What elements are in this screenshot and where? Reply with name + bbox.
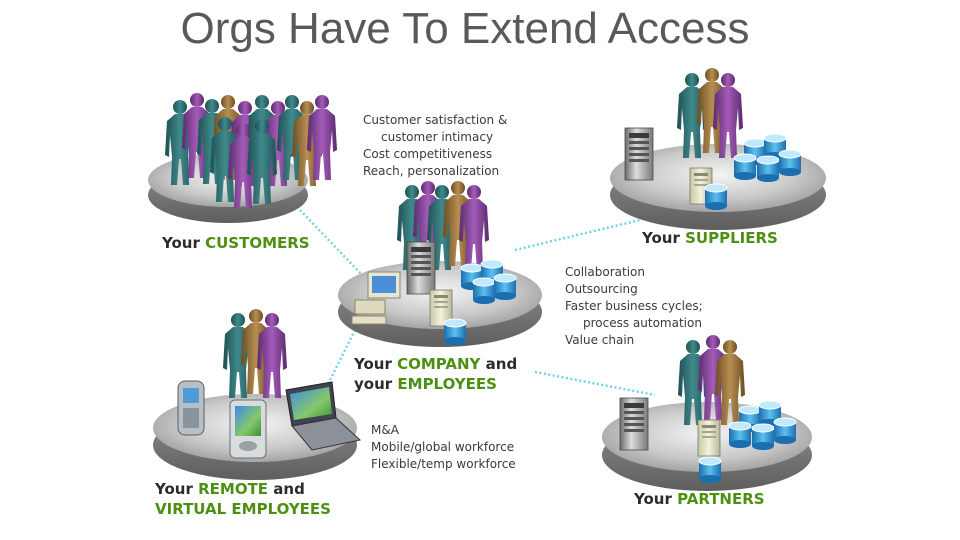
label-highlight: PARTNERS	[677, 490, 765, 508]
laptop-icon	[285, 381, 362, 451]
pc-company-icon	[351, 271, 401, 325]
label-highlight: REMOTE	[198, 480, 269, 498]
label-suppliers: Your SUPPLIERS	[642, 228, 778, 248]
label-remote: Your REMOTE and VIRTUAL EMPLOYEES	[155, 479, 331, 519]
pda-icon	[229, 399, 267, 459]
note-remote: M&A Mobile/global workforce Flexible/tem…	[371, 422, 516, 473]
label-highlight: SUPPLIERS	[685, 229, 778, 247]
note-line: Mobile/global workforce	[371, 440, 515, 454]
mobile-phone-icon	[177, 380, 205, 436]
label-company: Your COMPANY and your EMPLOYEES	[354, 354, 517, 394]
label-suffix: and	[480, 355, 518, 373]
label-partners: Your PARTNERS	[634, 489, 765, 509]
label-prefix: Your	[354, 355, 398, 373]
note-line: Collaboration	[565, 265, 645, 279]
note-line: Reach, personalization	[363, 164, 500, 178]
label-prefix: your	[354, 375, 398, 393]
label-prefix: Your	[155, 480, 199, 498]
note-suppliers: Collaboration Outsourcing Faster busines…	[565, 264, 703, 349]
label-highlight: COMPANY	[397, 355, 481, 373]
label-highlight: VIRTUAL EMPLOYEES	[155, 500, 331, 518]
label-highlight: CUSTOMERS	[205, 234, 310, 252]
label-prefix: Your	[162, 234, 206, 252]
label-customers: Your CUSTOMERS	[162, 233, 310, 253]
note-line: M&A	[371, 423, 399, 437]
label-prefix: Your	[642, 229, 686, 247]
note-line: Cost competitiveness	[363, 147, 493, 161]
note-line: Flexible/temp workforce	[371, 457, 516, 471]
people-remote-icon	[223, 309, 287, 398]
note-line: customer intimacy	[381, 130, 494, 144]
note-line: Customer satisfaction &	[363, 113, 508, 127]
label-suffix: and	[268, 480, 305, 498]
note-line: Value chain	[565, 333, 635, 347]
note-line: Outsourcing	[565, 282, 638, 296]
note-customers: Customer satisfaction & customer intimac…	[363, 112, 507, 180]
label-prefix: Your	[634, 490, 678, 508]
page-title: Orgs Have To Extend Access	[180, 4, 750, 53]
note-line: Faster business cycles;	[565, 299, 703, 313]
label-highlight: EMPLOYEES	[397, 375, 497, 393]
note-line: process automation	[583, 316, 702, 330]
